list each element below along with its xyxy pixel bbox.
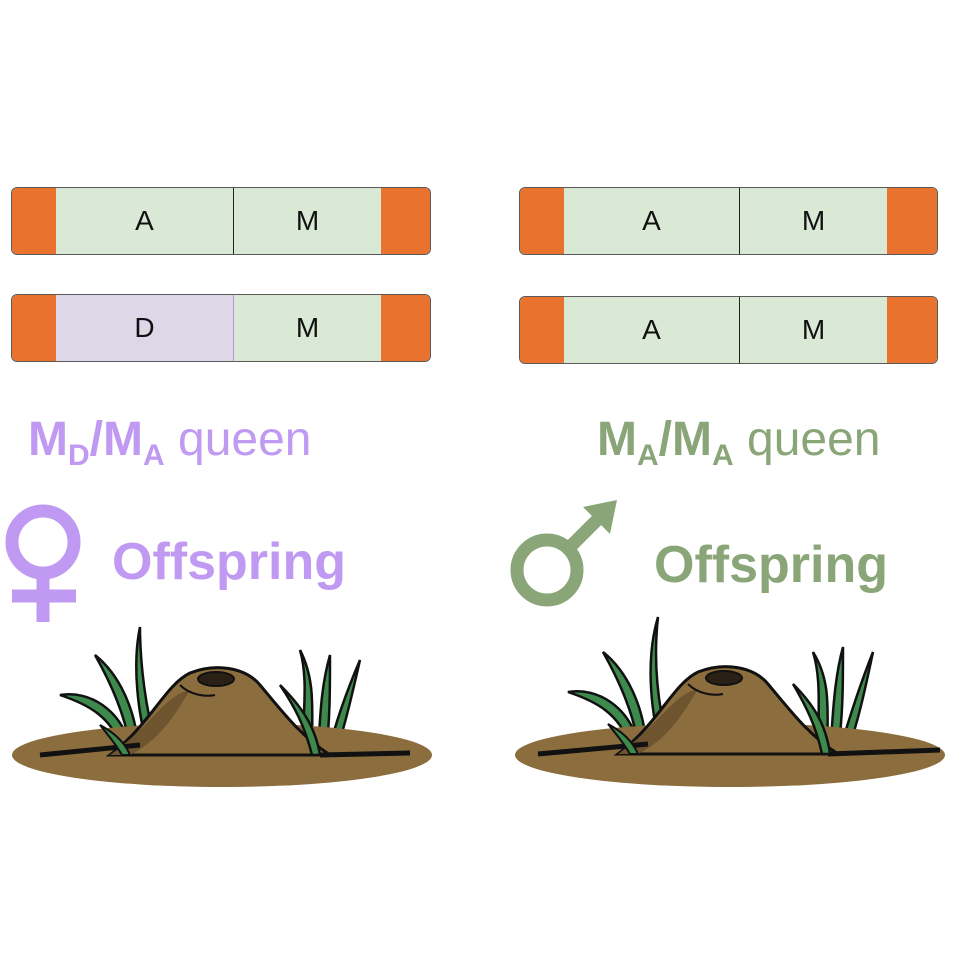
allele-segment: A [56,188,234,254]
right-chromosome-2: A M [519,296,938,364]
chromosome-cap-right [381,188,430,254]
chromosome-cap-right [381,295,430,361]
allele-segment: D [56,295,234,361]
chromosome-cap-right [887,188,937,254]
allele-segment: A [564,297,740,363]
allele-segment: A [564,188,740,254]
m-segment: M [234,188,381,254]
left-chromosome-1: A M [11,187,431,255]
male-symbol-icon [510,500,617,607]
chromosome-cap-left [520,188,564,254]
chromosome-cap-left [12,188,56,254]
female-symbol-icon [5,504,81,622]
chromosome-cap-left [12,295,56,361]
right-offspring-label: Offspring [654,536,888,594]
left-offspring-label: Offspring [112,533,346,591]
chromosome-cap-right [887,297,937,363]
m-segment: M [234,295,381,361]
left-genotype-label: MD/MA queen [28,413,312,472]
right-genotype-label: MA/MA queen [597,413,881,472]
right-chromosome-1: A M [519,187,938,255]
ant-mound-left-illustration [12,626,432,787]
chromosome-cap-left [520,297,564,363]
left-chromosome-2: D M [11,294,431,362]
m-segment: M [740,188,887,254]
ant-mound-right-illustration [515,616,945,787]
m-segment: M [740,297,887,363]
